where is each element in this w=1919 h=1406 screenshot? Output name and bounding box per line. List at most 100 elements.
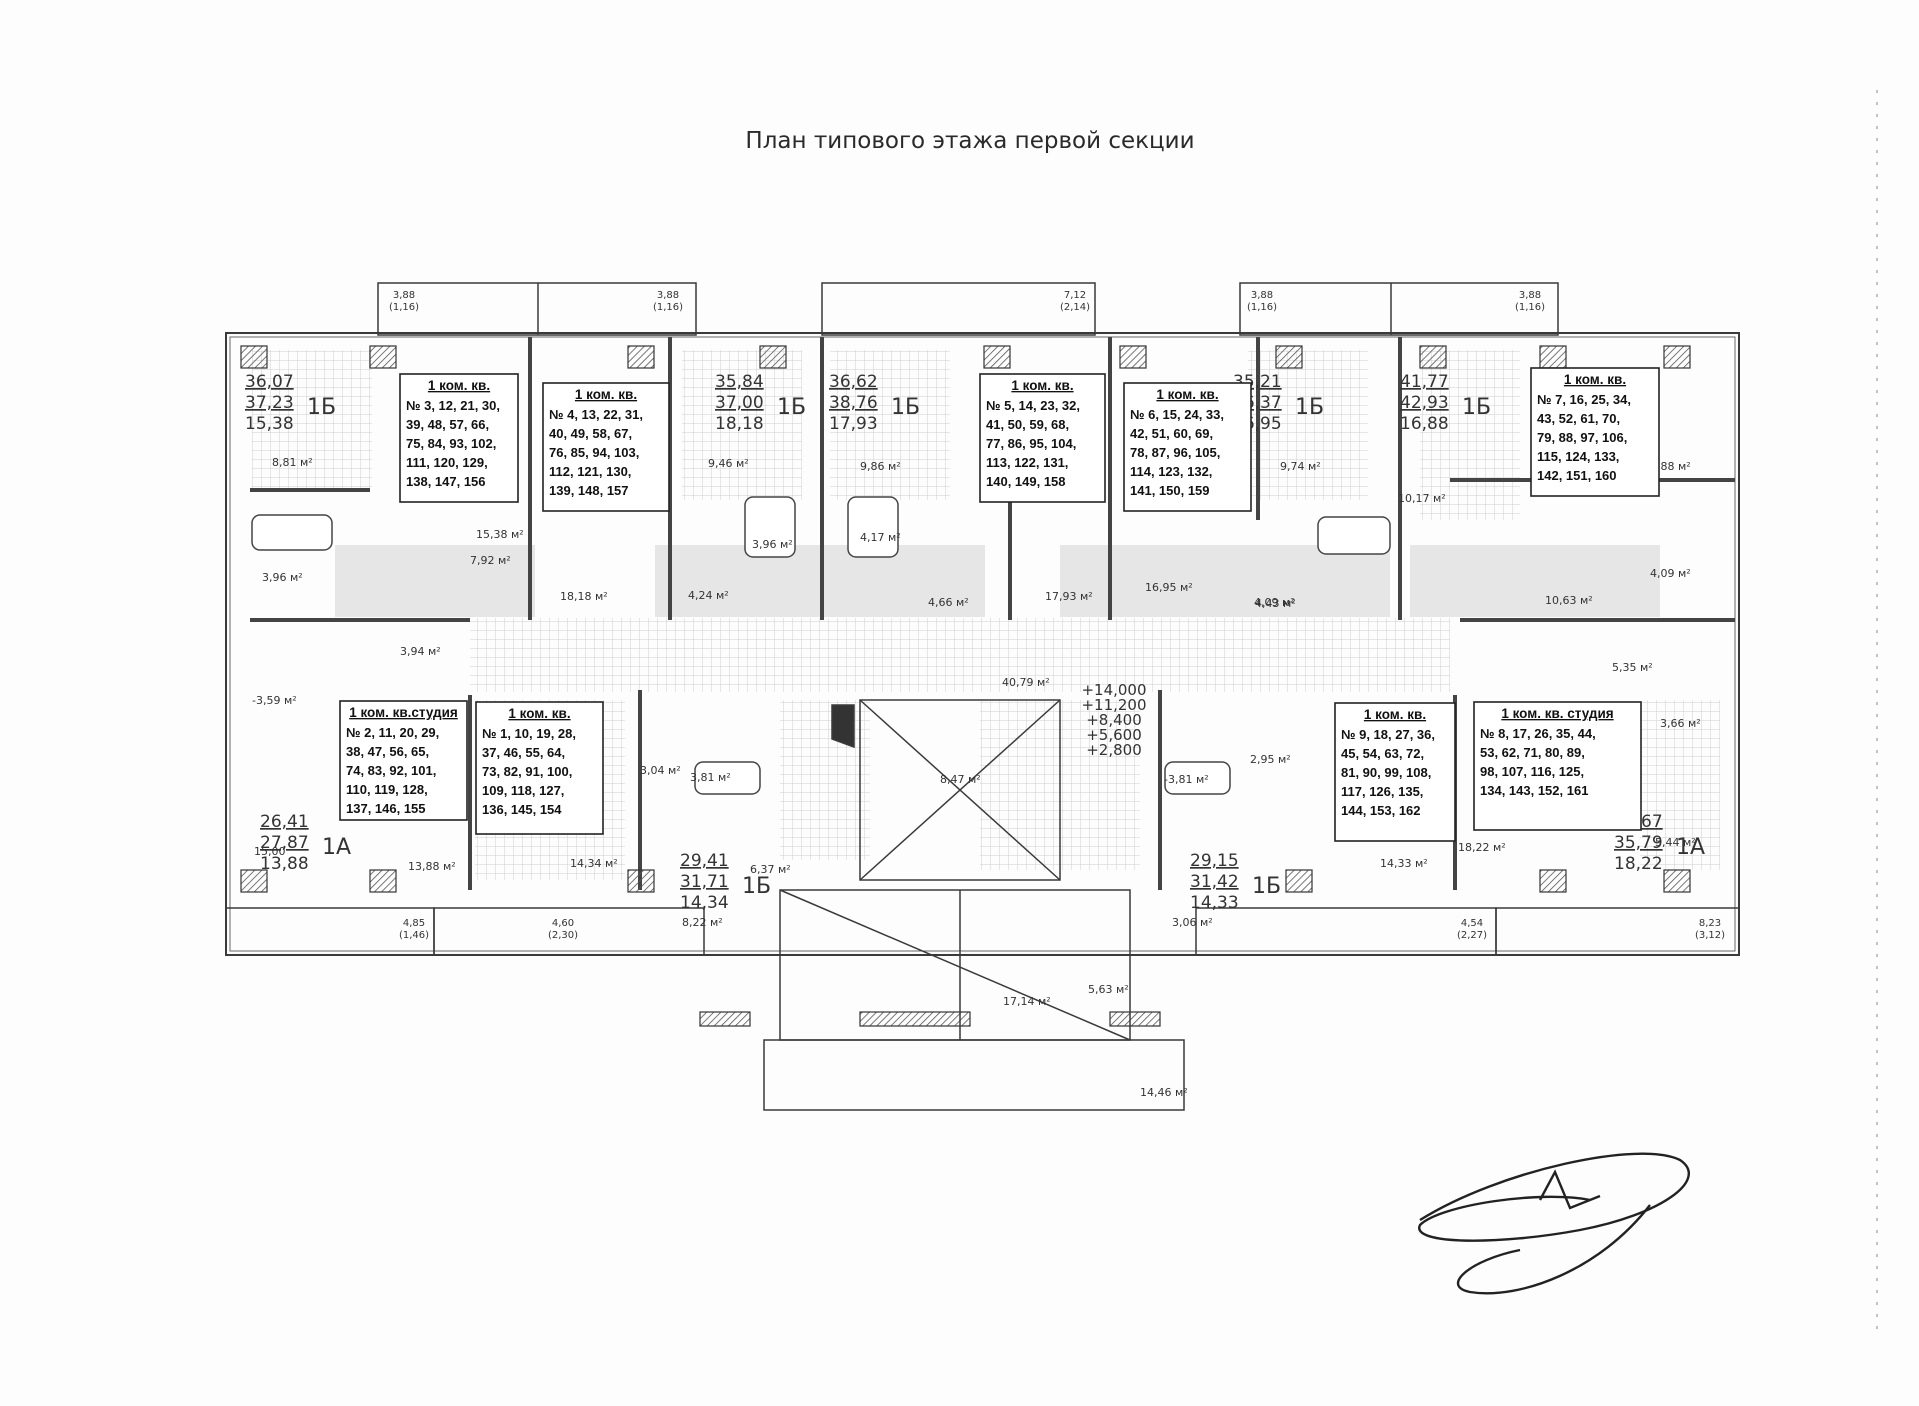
apartment-type-label: 1А xyxy=(322,835,351,860)
apartment-type-label: 1Б xyxy=(891,395,920,420)
apartment-area-with-balcony: 38,76 xyxy=(829,393,878,413)
level-mark: +5,600 xyxy=(1086,726,1142,744)
apartment-numbers-line: 42, 51, 60, 69, xyxy=(1130,426,1213,441)
room-area-label: 3,04 м² xyxy=(640,764,681,777)
room-area-label: 7,92 м² xyxy=(470,554,511,567)
apartment-type-label: 1Б xyxy=(1252,874,1281,899)
apartment-numbers-line: № 1, 10, 19, 28, xyxy=(482,726,576,741)
balcony-top-3 xyxy=(1239,282,1559,336)
apartment-numbers-line: 111, 120, 129, xyxy=(406,455,488,470)
apartment-info-title: 1 ком. кв. xyxy=(428,378,490,393)
room-area-label: 3,96 м² xyxy=(752,538,793,551)
apartment-numbers-line: 41, 50, 59, 68, xyxy=(986,417,1069,432)
room-area-label: 18,18 м² xyxy=(560,590,608,603)
apartment-living-area: 18,18 xyxy=(715,414,764,434)
apartment-numbers-line: 114, 123, 132, xyxy=(1130,464,1212,479)
apartment-total-area: 26,41 xyxy=(260,812,309,832)
apartment-numbers-line: 134, 143, 152, 161 xyxy=(1480,783,1588,798)
apartment-numbers-line: № 3, 12, 21, 30, xyxy=(406,398,500,413)
room-area-label: 15,00 xyxy=(254,845,286,858)
apartment-info-box xyxy=(1334,702,1456,842)
room-area-label: 5,63 м² xyxy=(1088,983,1129,996)
apartment-numbers-line: № 5, 14, 23, 32, xyxy=(986,398,1080,413)
apartment-living-area: 13,88 xyxy=(260,854,309,874)
room-area-label: 9,86 м² xyxy=(860,460,901,473)
apartment-type-label: 1Б xyxy=(1462,395,1491,420)
apartment-numbers-line: 43, 52, 61, 70, xyxy=(1537,411,1620,426)
apartment-living-area: 14,34 xyxy=(680,893,729,913)
apartment-numbers-line: 79, 88, 97, 106, xyxy=(1537,430,1627,445)
apartment-numbers-line: 136, 145, 154 xyxy=(482,802,562,817)
apartment-total-area: 35,84 xyxy=(715,372,764,392)
apartment-numbers-line: 138, 147, 156 xyxy=(406,474,486,489)
room-area-label: 17,93 м² xyxy=(1045,590,1093,603)
building-outline xyxy=(225,332,1740,956)
room-area-label: 8,81 м² xyxy=(272,456,313,469)
apartment-living-area: 14,33 xyxy=(1190,893,1239,913)
apartment-numbers-line: 39, 48, 57, 66, xyxy=(406,417,489,432)
apartment-info-title: 1 ком. кв. xyxy=(575,387,637,402)
apartment-info-box xyxy=(339,700,468,821)
apartment-info-title: 1 ком. кв. студия xyxy=(1501,706,1613,721)
apartment-info-box xyxy=(542,382,670,512)
apartment-numbers-line: 78, 87, 96, 105, xyxy=(1130,445,1220,460)
room-area-label: 5,44 м² xyxy=(1655,836,1696,849)
apartment-type-label: 1А xyxy=(1676,835,1705,860)
apartment-numbers-line: 76, 85, 94, 103, xyxy=(549,445,639,460)
balcony-area-label: (1,16) xyxy=(389,302,419,313)
apartment-info-box xyxy=(1123,382,1252,512)
apartment-total-area: 36,62 xyxy=(829,372,878,392)
balcony-area-label: 3,88 xyxy=(657,290,679,301)
room-area-label: 4,17 м² xyxy=(860,531,901,544)
room-area-label: 14,33 м² xyxy=(1380,857,1428,870)
apartment-area-with-balcony: 42,93 xyxy=(1400,393,1449,413)
room-area-label: 4,43 м² xyxy=(1255,597,1296,610)
room-area-label: 2,95 м² xyxy=(1250,753,1291,766)
apartment-numbers-line: 38, 47, 56, 65, xyxy=(346,744,429,759)
apartment-numbers-line: 77, 86, 95, 104, xyxy=(986,436,1076,451)
balcony-area-label: 3,88 xyxy=(1519,290,1541,301)
balcony-area-label: 4,60 xyxy=(552,918,574,929)
plan-labels: 3,88(1,16)3,88(1,16)7,12(2,14)3,88(1,16)… xyxy=(245,290,1725,1099)
apartment-total-area: 36,07 xyxy=(245,372,294,392)
top-balconies xyxy=(377,282,1559,336)
apartment-area-with-balcony: 37,23 xyxy=(245,393,294,413)
room-area-label: 10,17 м² xyxy=(1398,492,1446,505)
apartment-living-area: 18,22 xyxy=(1614,854,1663,874)
room-area-label: 3,81 м² xyxy=(690,771,731,784)
stair-core xyxy=(763,699,1185,1111)
room-area-label: 8,47 м² xyxy=(940,773,981,786)
apartment-numbers-line: 140, 149, 158 xyxy=(986,474,1066,489)
apartment-total-area: 41,77 xyxy=(1400,372,1449,392)
apartment-numbers-line: 98, 107, 116, 125, xyxy=(1480,764,1584,779)
apartment-numbers-line: 37, 46, 55, 64, xyxy=(482,745,565,760)
apartment-area-with-balcony: 31,42 xyxy=(1190,872,1239,892)
balcony-area-label: (2,27) xyxy=(1457,930,1487,941)
level-mark: +2,800 xyxy=(1086,741,1142,759)
apartment-numbers-line: № 8, 17, 26, 35, 44, xyxy=(1480,726,1596,741)
apartment-type-label: 1Б xyxy=(307,395,336,420)
room-area-label: 40,79 м² xyxy=(1002,676,1050,689)
apartment-info-box xyxy=(1530,367,1660,497)
room-area-label: 14,46 м² xyxy=(1140,1086,1188,1099)
balcony-area-label: 3,88 xyxy=(393,290,415,301)
apartment-type-label: 1Б xyxy=(777,395,806,420)
apartment-numbers-line: № 2, 11, 20, 29, xyxy=(346,725,439,740)
apartment-numbers-line: 53, 62, 71, 80, 89, xyxy=(1480,745,1585,760)
apartment-numbers-line: 74, 83, 92, 101, xyxy=(346,763,436,778)
balcony-area-label: (3,12) xyxy=(1695,930,1725,941)
room-area-label: 15,38 м² xyxy=(476,528,524,541)
apartment-numbers-line: 75, 84, 93, 102, xyxy=(406,436,496,451)
room-area-label: 10,63 м² xyxy=(1545,594,1593,607)
apartment-numbers-line: № 7, 16, 25, 34, xyxy=(1537,392,1631,407)
balcony-area-label: 7,12 xyxy=(1064,290,1086,301)
room-area-label: -3,81 м² xyxy=(1164,773,1209,786)
room-area-label: -3,59 м² xyxy=(252,694,297,707)
balcony-top-1 xyxy=(377,282,697,336)
apartment-numbers-line: 40, 49, 58, 67, xyxy=(549,426,632,441)
apartment-info-title: 1 ком. кв.студия xyxy=(349,705,458,720)
room-area-label: 16,95 м² xyxy=(1145,581,1193,594)
balcony-top-2 xyxy=(821,282,1096,336)
corridor-floor xyxy=(470,618,1450,692)
